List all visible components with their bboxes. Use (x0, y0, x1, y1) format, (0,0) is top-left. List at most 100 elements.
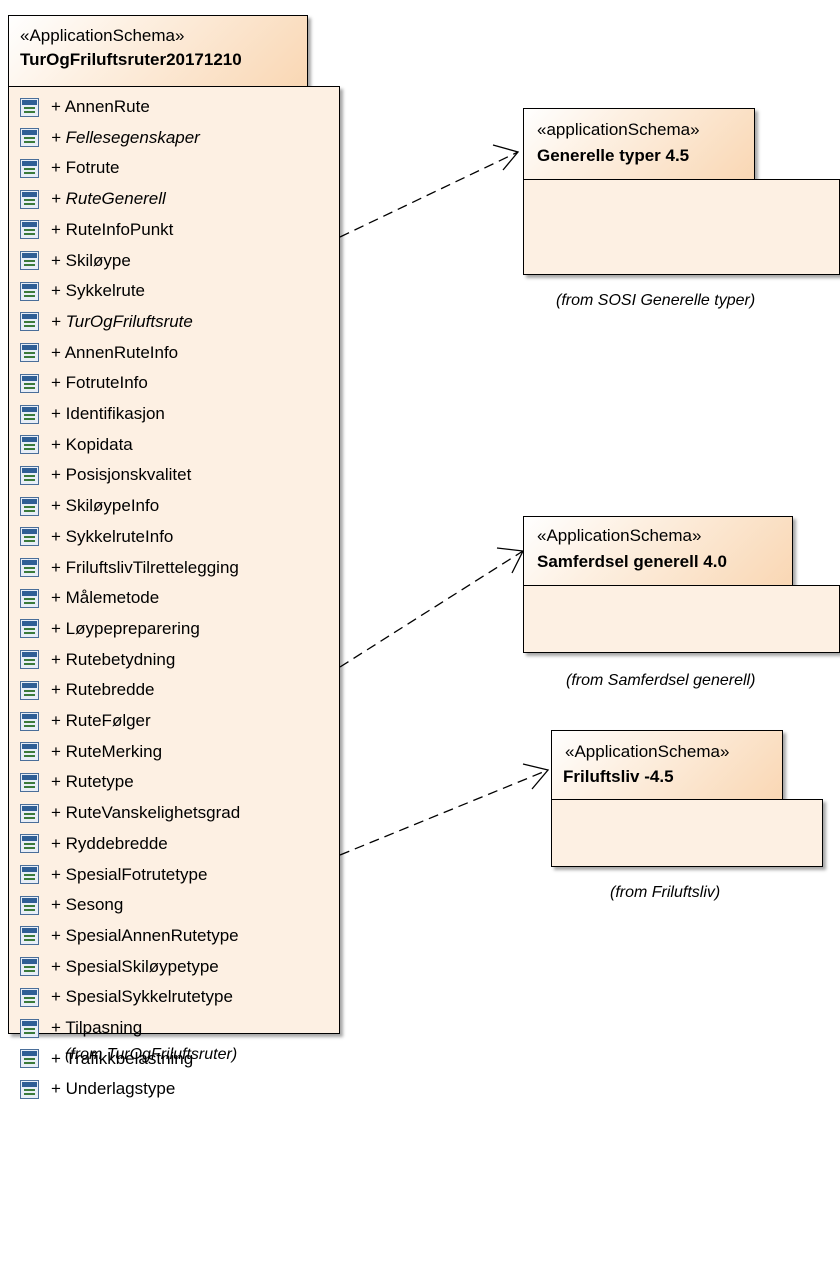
class-icon (20, 957, 39, 977)
package-element-label: + Skiløype (51, 250, 131, 270)
package-element[interactable]: + SpesialSkiløypetype (20, 952, 219, 982)
package-element[interactable]: + Posisjonskvalitet (20, 460, 191, 490)
dep-package-stereotype-1: «applicationSchema» (537, 120, 700, 139)
package-element-label: + FriluftslivTilrettelegging (51, 557, 239, 577)
package-element[interactable]: + Ryddebredde (20, 829, 168, 859)
package-element[interactable]: + AnnenRuteInfo (20, 338, 178, 368)
package-element[interactable]: + SpesialAnnenRutetype (20, 921, 239, 951)
package-element-label: + Sesong (51, 895, 124, 915)
package-element[interactable]: + Skiløype (20, 246, 131, 276)
class-icon (20, 312, 39, 332)
package-element-label: + Rutetype (51, 772, 134, 792)
package-element[interactable]: + Løypepreparering (20, 614, 200, 644)
package-element[interactable]: + Sesong (20, 890, 123, 920)
package-element-label: + SpesialFotrutetype (51, 864, 208, 884)
package-element[interactable]: + SkiløypeInfo (20, 491, 159, 521)
package-element-label: + FotruteInfo (51, 373, 148, 393)
package-element-label: + Målemetode (51, 588, 160, 608)
dep-package-stereotype-2: «ApplicationSchema» (537, 526, 702, 545)
dep-package-header-2[interactable] (523, 516, 793, 586)
package-element[interactable]: + SykkelruteInfo (20, 522, 173, 552)
package-element-label: + Tilpasning (51, 1018, 143, 1037)
package-element[interactable]: + Rutebetydning (20, 645, 175, 675)
class-icon (20, 465, 39, 485)
package-element[interactable]: + FotruteInfo (20, 368, 148, 398)
class-icon (20, 895, 39, 915)
package-element[interactable]: + Trafikkbelastning (20, 1044, 193, 1074)
package-element[interactable]: + Fellesegenskaper (20, 123, 200, 153)
package-element-label: + SykkelruteInfo (51, 526, 174, 546)
package-element[interactable]: + AnnenRute (20, 92, 150, 122)
dep-package-origin-1: (from SOSI Generelle typer) (556, 292, 756, 309)
package-element[interactable]: + Sykkelrute (20, 276, 145, 306)
class-icon (20, 619, 39, 639)
package-element-label: + SpesialSkiløypetype (51, 956, 219, 976)
package-element-label: + Kopidata (51, 434, 133, 454)
package-element-label: + RuteMerking (51, 741, 163, 761)
package-element[interactable]: + Kopidata (20, 430, 133, 460)
package-element[interactable]: + TurOgFriluftsrute (20, 307, 193, 337)
dependency-line-friluftsliv (339, 769, 549, 856)
package-element-label: + Fotrute (51, 158, 120, 178)
package-element[interactable]: + SpesialFotrutetype (20, 860, 207, 890)
package-element[interactable]: + RuteMerking (20, 737, 162, 767)
class-icon (20, 711, 39, 731)
dep-package-name-2: Samferdsel generell 4.0 (537, 552, 727, 571)
package-element[interactable]: + Rutebredde (20, 675, 155, 705)
package-element[interactable]: + Identifikasjon (20, 399, 165, 429)
package-element-label: + Identifikasjon (51, 404, 165, 423)
main-package-body[interactable]: + AnnenRute + Fellesegenskaper + Fotrute + … (8, 86, 340, 1099)
package-element[interactable]: + Fotrute (20, 153, 120, 183)
arrowhead-friluftsliv (522, 763, 550, 790)
package-element[interactable]: + RuteInfoPunkt (20, 215, 173, 245)
package-element-label: + Fellesegenskaper (51, 127, 200, 147)
package-element[interactable]: + Tilpasning (20, 1013, 142, 1043)
class-icon (20, 650, 39, 670)
dep-package-header-1[interactable] (523, 108, 755, 180)
main-package-header[interactable] (8, 15, 308, 87)
class-icon (20, 97, 39, 117)
package-element[interactable]: + Rutetype (20, 767, 134, 797)
package-element-label: + Løypepreparering (51, 618, 200, 638)
dep-package-body-1[interactable] (523, 179, 840, 275)
dep-package-header-3[interactable] (551, 730, 783, 800)
dep-package-body-3[interactable] (551, 799, 823, 867)
class-icon (20, 343, 39, 363)
package-element[interactable]: + RuteGenerell (20, 184, 166, 214)
class-icon (20, 189, 39, 209)
class-icon (20, 281, 39, 301)
package-element[interactable]: + SpesialSykkelrutetype (20, 982, 233, 1012)
package-element-label: + Underlagstype (51, 1079, 176, 1099)
main-package-stereotype: «ApplicationSchema» (20, 26, 185, 45)
class-icon (20, 1079, 39, 1099)
class-icon (20, 435, 39, 455)
package-element-label: + RuteGenerell (51, 189, 166, 209)
class-icon (20, 865, 39, 884)
class-icon (20, 803, 39, 823)
class-icon (20, 1049, 39, 1069)
arrowhead-samferdsel (496, 547, 524, 574)
dependency-line-samferdsel (339, 550, 524, 668)
arrowhead-generelle (492, 144, 520, 171)
class-icon (20, 558, 39, 577)
class-icon (20, 926, 39, 946)
class-icon (20, 251, 39, 270)
class-icon (20, 404, 39, 424)
main-package-origin: (from TurOgFriluftsruter) (65, 1046, 238, 1063)
package-element[interactable]: + Underlagstype (20, 1074, 175, 1104)
package-element-label: + RuteFølger (51, 711, 151, 730)
package-element-label: + SkiløypeInfo (51, 496, 160, 516)
package-element-label: + AnnenRuteInfo (51, 342, 179, 362)
dep-package-body-2[interactable] (523, 585, 840, 653)
package-element[interactable]: + FriluftslivTilrettelegging (20, 553, 239, 583)
package-element[interactable]: + RuteFølger (20, 706, 151, 736)
package-element[interactable]: + RuteVanskelighetsgrad (20, 798, 240, 828)
package-element-label: + SpesialSykkelrutetype (51, 987, 233, 1007)
package-element[interactable]: + Målemetode (20, 583, 159, 613)
package-element-label: + SpesialAnnenRutetype (51, 925, 239, 945)
class-icon (20, 588, 39, 608)
package-element-label: + Trafikkbelastning (51, 1048, 194, 1068)
class-icon (20, 1018, 39, 1038)
class-icon (20, 834, 39, 854)
